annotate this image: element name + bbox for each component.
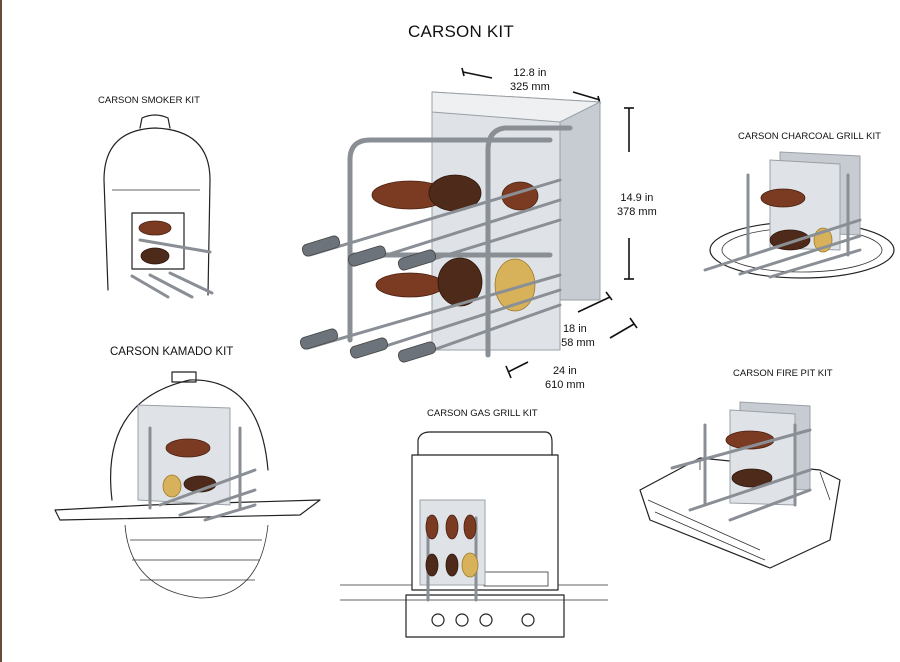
height-inches: 14.9 in (620, 192, 654, 204)
left-border (0, 0, 2, 662)
length-inches: 24 in (552, 365, 577, 377)
length-dimension: 24 in 610 mm (545, 364, 585, 392)
firepit-kit-label: CARSON FIRE PIT KIT (733, 368, 833, 379)
height-millimeters: 378 mm (617, 206, 657, 218)
length-millimeters: 610 mm (545, 379, 585, 391)
gas-kit-label: CARSON GAS GRILL KIT (427, 408, 538, 419)
depth-millimeters: 458 mm (555, 337, 595, 349)
depth-dimension: 18 in 458 mm (555, 322, 595, 350)
depth-inches: 18 in (562, 323, 587, 335)
width-inches: 12.8 in (513, 67, 547, 79)
page-title: CARSON KIT (408, 22, 514, 41)
width-dimension: 12.8 in 325 mm (510, 66, 550, 94)
height-dimension: 14.9 in 378 mm (617, 191, 657, 219)
width-millimeters: 325 mm (510, 81, 550, 93)
kamado-kit-label: CARSON KAMADO KIT (110, 346, 234, 358)
charcoal-kit-label: CARSON CHARCOAL GRILL KIT (738, 131, 881, 142)
smoker-kit-label: CARSON SMOKER KIT (98, 95, 200, 106)
